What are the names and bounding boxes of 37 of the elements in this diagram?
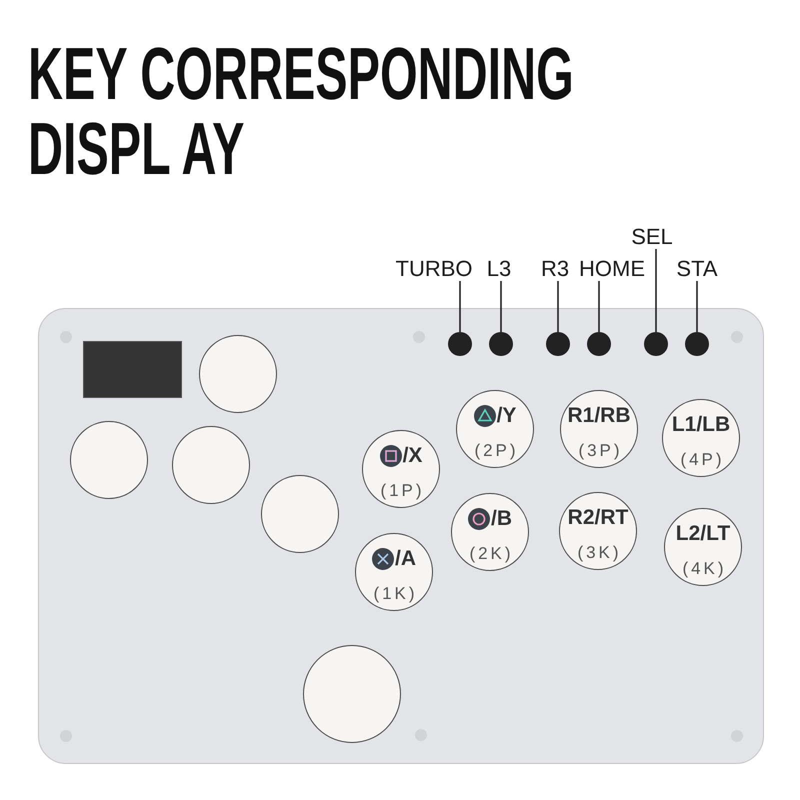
key-label: /A bbox=[395, 546, 416, 570]
leader-line bbox=[598, 281, 600, 332]
small-round-button bbox=[644, 332, 668, 356]
key-name-label: TURBO bbox=[396, 258, 472, 280]
display-screen bbox=[83, 341, 182, 398]
key-label: /Y bbox=[496, 404, 516, 428]
key-label: L1/LB bbox=[672, 412, 730, 436]
move-label: (4P) bbox=[679, 450, 725, 470]
leader-line bbox=[500, 281, 502, 332]
key-name-label: L3 bbox=[486, 258, 512, 280]
key-name-label: R3 bbox=[540, 258, 570, 280]
move-label: (2P) bbox=[473, 440, 519, 460]
move-label: (1K) bbox=[372, 584, 418, 604]
move-label: (2K) bbox=[468, 544, 514, 564]
key-label: L2/LT bbox=[676, 522, 730, 546]
title: KEY CORRESPONDING DISPL AY bbox=[28, 36, 575, 186]
key-label: R1/RB bbox=[567, 404, 630, 428]
move-label: (3K) bbox=[576, 542, 622, 562]
leader-line bbox=[459, 281, 461, 332]
controller-panel bbox=[38, 308, 764, 764]
move-label: (4K) bbox=[681, 558, 727, 578]
key-label: /B bbox=[491, 506, 512, 530]
small-round-button bbox=[489, 332, 513, 356]
leader-line bbox=[557, 281, 559, 332]
leader-line bbox=[696, 281, 698, 332]
move-label: (3P) bbox=[577, 440, 623, 460]
key-name-label: SEL bbox=[631, 226, 673, 248]
leader-line bbox=[655, 249, 657, 332]
key-label: /X bbox=[402, 444, 422, 468]
move-label: (1P) bbox=[379, 480, 425, 500]
small-round-button bbox=[546, 332, 570, 356]
key-name-label: STA bbox=[676, 258, 718, 280]
small-round-button bbox=[685, 332, 709, 356]
small-round-button bbox=[448, 332, 472, 356]
key-name-label: HOME bbox=[579, 258, 645, 280]
small-round-button bbox=[587, 332, 611, 356]
key-label: R2/RT bbox=[568, 506, 628, 530]
